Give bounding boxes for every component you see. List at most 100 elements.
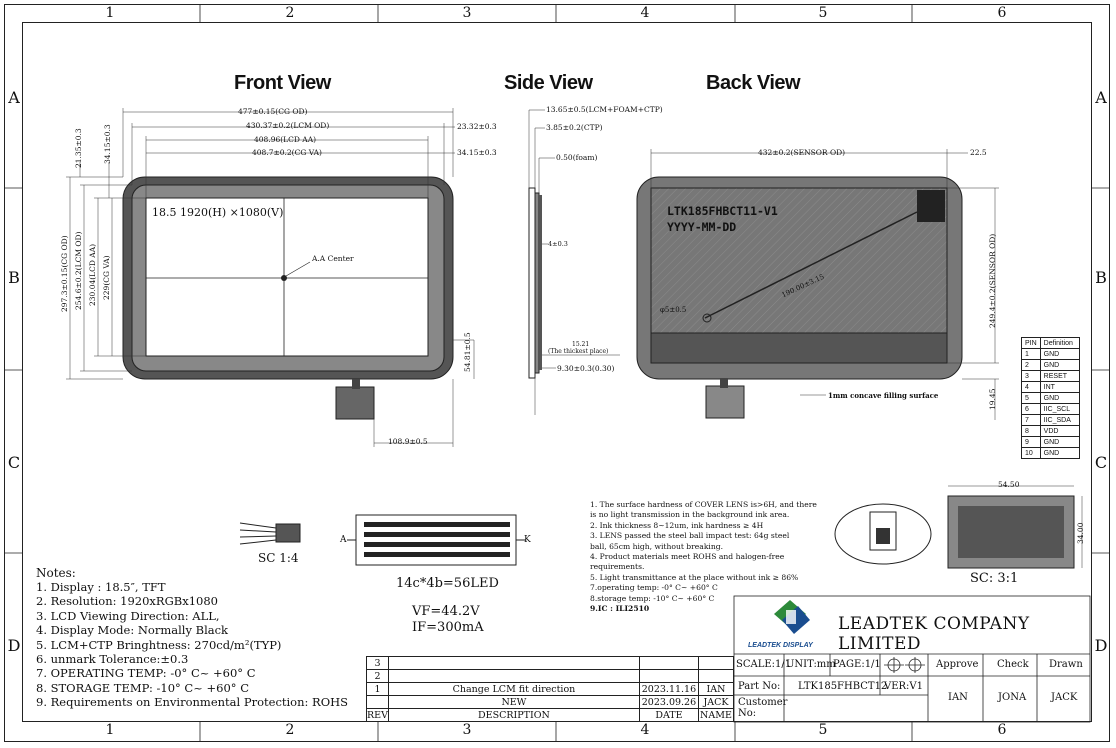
part-no-label: Part No: bbox=[738, 681, 781, 692]
dim-height-lcd-aa: 230.04(LCD AA) bbox=[88, 243, 97, 306]
dim-fpc-position: 108.9±0.5 bbox=[388, 437, 428, 446]
led-anode-label: A bbox=[340, 535, 347, 545]
drawing-border bbox=[4, 4, 1110, 742]
led-connector-drawing bbox=[239, 522, 301, 545]
version-label: VER:V1 bbox=[884, 681, 924, 692]
pin-header: PIN bbox=[1021, 337, 1041, 349]
back-view-drawing bbox=[636, 149, 999, 420]
spec-line: requirements. bbox=[590, 562, 645, 572]
pin-number: 5 bbox=[1021, 392, 1041, 404]
spec-line: 4. Product materials meet ROHS and halog… bbox=[590, 552, 785, 562]
dim-back-bottom: 19.45 bbox=[988, 388, 997, 410]
led-cathode-label: K bbox=[524, 535, 531, 545]
pin-definition: GND bbox=[1039, 348, 1080, 360]
spec-line: is no light transmission in the backgrou… bbox=[590, 510, 790, 520]
note-item: 3. LCD Viewing Direction: ALL, bbox=[36, 608, 220, 623]
board-height: 34.00 bbox=[1076, 522, 1085, 544]
unit-label: UNIT:mm bbox=[786, 659, 836, 670]
zone-row-c: C bbox=[7, 453, 21, 472]
rev-number bbox=[366, 695, 389, 709]
table-row: 2 bbox=[366, 669, 735, 683]
drawing-frame bbox=[22, 22, 1092, 722]
notes-section: Notes: 1. Display : 18.5″, TFT 2. Resolu… bbox=[36, 566, 348, 710]
approve-header: Approve bbox=[936, 659, 979, 670]
spec-line: 7.operating temp: -0° C~ +60° C bbox=[590, 583, 718, 593]
dim-right-1: 23.32±0.3 bbox=[457, 122, 497, 131]
customer-no-label: Customer No: bbox=[738, 697, 788, 719]
specs-list: 1. The surface hardness of COVER LENS is… bbox=[590, 500, 817, 614]
revision-header-row: REV DESCRIPTION DATE NAME bbox=[366, 708, 735, 722]
back-label-model: LTK185FHBCT11-V1 bbox=[667, 204, 778, 218]
pin-number: 1 bbox=[1021, 348, 1041, 360]
rev-description bbox=[387, 669, 640, 683]
side-view-title: Side View bbox=[504, 72, 593, 94]
page-label: PAGE:1/1 bbox=[833, 659, 881, 670]
dim-side-bottom: 9.30±0.3(0.30) bbox=[557, 364, 615, 373]
date-header: DATE bbox=[638, 708, 699, 722]
dim-cg-od-width: 477±0.15(CG OD) bbox=[238, 107, 308, 116]
company-name: LEADTEK COMPANY LIMITED bbox=[838, 614, 1030, 654]
pin-definition: GND bbox=[1039, 447, 1080, 459]
rev-date: 2023.09.26 bbox=[638, 695, 699, 709]
note-item: 5. LCM+CTP Bringhtness: 270cd/m²(TYP) bbox=[36, 637, 282, 652]
note-item: 8. STORAGE TEMP: -10° C~ +60° C bbox=[36, 680, 249, 695]
rev-name: JACK bbox=[697, 695, 735, 709]
rev-number: 1 bbox=[366, 682, 389, 696]
dim-circle: φ5±0.5 bbox=[660, 306, 687, 314]
pin-definition: GND bbox=[1039, 436, 1080, 448]
aa-center-label: A.A Center bbox=[312, 254, 354, 263]
dim-side-foam: 0.50(foam) bbox=[556, 153, 598, 162]
zone-col-3-bottom: 3 bbox=[462, 722, 472, 738]
spec-line: 3. LENS passed the steel ball impact tes… bbox=[590, 531, 790, 541]
drawn-header: Drawn bbox=[1049, 659, 1083, 670]
zone-row-b-right: B bbox=[1095, 268, 1107, 287]
dim-lcd-aa-width: 408.96(LCD AA) bbox=[254, 135, 317, 144]
definition-header: Definition bbox=[1039, 337, 1080, 349]
board-scale: SC: 3:1 bbox=[970, 571, 1019, 586]
leadtek-logo bbox=[774, 600, 810, 634]
spec-line: 8.storage temp: -10° C~ +60° C bbox=[590, 593, 715, 603]
pin-number: 7 bbox=[1021, 414, 1041, 426]
name-header: NAME bbox=[697, 708, 735, 722]
screen-resolution-label: 18.5 1920(H) ×1080(V) bbox=[152, 206, 284, 219]
zone-col-2: 2 bbox=[285, 5, 295, 21]
rev-number: 2 bbox=[366, 669, 389, 683]
dim-sensor-height: 249.4±0.2(SENSOR OD) bbox=[988, 233, 997, 328]
table-row: NEW 2023.09.26 JACK bbox=[366, 695, 735, 709]
zone-col-5: 5 bbox=[818, 5, 828, 21]
zone-col-6: 6 bbox=[997, 5, 1007, 21]
concave-surface-label: 1mm concave filling surface bbox=[828, 391, 939, 400]
dim-height-lcm-od: 254.6±0.2(LCM OD) bbox=[74, 231, 83, 310]
led-layout-drawing bbox=[347, 514, 526, 566]
table-row: 3 bbox=[366, 656, 735, 670]
rev-name bbox=[697, 669, 735, 683]
drawn-name: JACK bbox=[1051, 692, 1078, 703]
check-name: JONA bbox=[998, 692, 1027, 703]
pin-definition: GND bbox=[1039, 392, 1080, 404]
rev-description bbox=[387, 656, 640, 670]
part-no-value: LTK185FHBCT12 bbox=[798, 681, 888, 692]
logo-text: LEADTEK DISPLAY bbox=[748, 642, 813, 649]
pin-number: 8 bbox=[1021, 425, 1041, 437]
front-view-drawing bbox=[66, 108, 475, 447]
dim-left-2: 34.15±0.3 bbox=[103, 124, 112, 164]
rev-name bbox=[697, 656, 735, 670]
dim-sensor-width: 432±0.2(SENSOR OD) bbox=[758, 148, 846, 157]
note-item: 4. Display Mode: Normally Black bbox=[36, 623, 229, 638]
revision-table: 3 2 1 Change LCM fit direction 2023.11.1… bbox=[366, 656, 735, 722]
pin-definition: IIC_SCL bbox=[1039, 403, 1080, 415]
spec-line: 5. Light transmittance at the place with… bbox=[590, 572, 799, 582]
rev-header: REV bbox=[366, 708, 389, 722]
pin-definition: INT bbox=[1039, 381, 1080, 393]
led-vf: VF=44.2V bbox=[412, 604, 480, 619]
zone-col-3: 3 bbox=[462, 5, 472, 21]
board-width: 54.50 bbox=[998, 480, 1020, 489]
zone-row-c-right: C bbox=[1094, 453, 1108, 472]
dim-fpc-offset: 54.81±0.5 bbox=[463, 332, 472, 372]
